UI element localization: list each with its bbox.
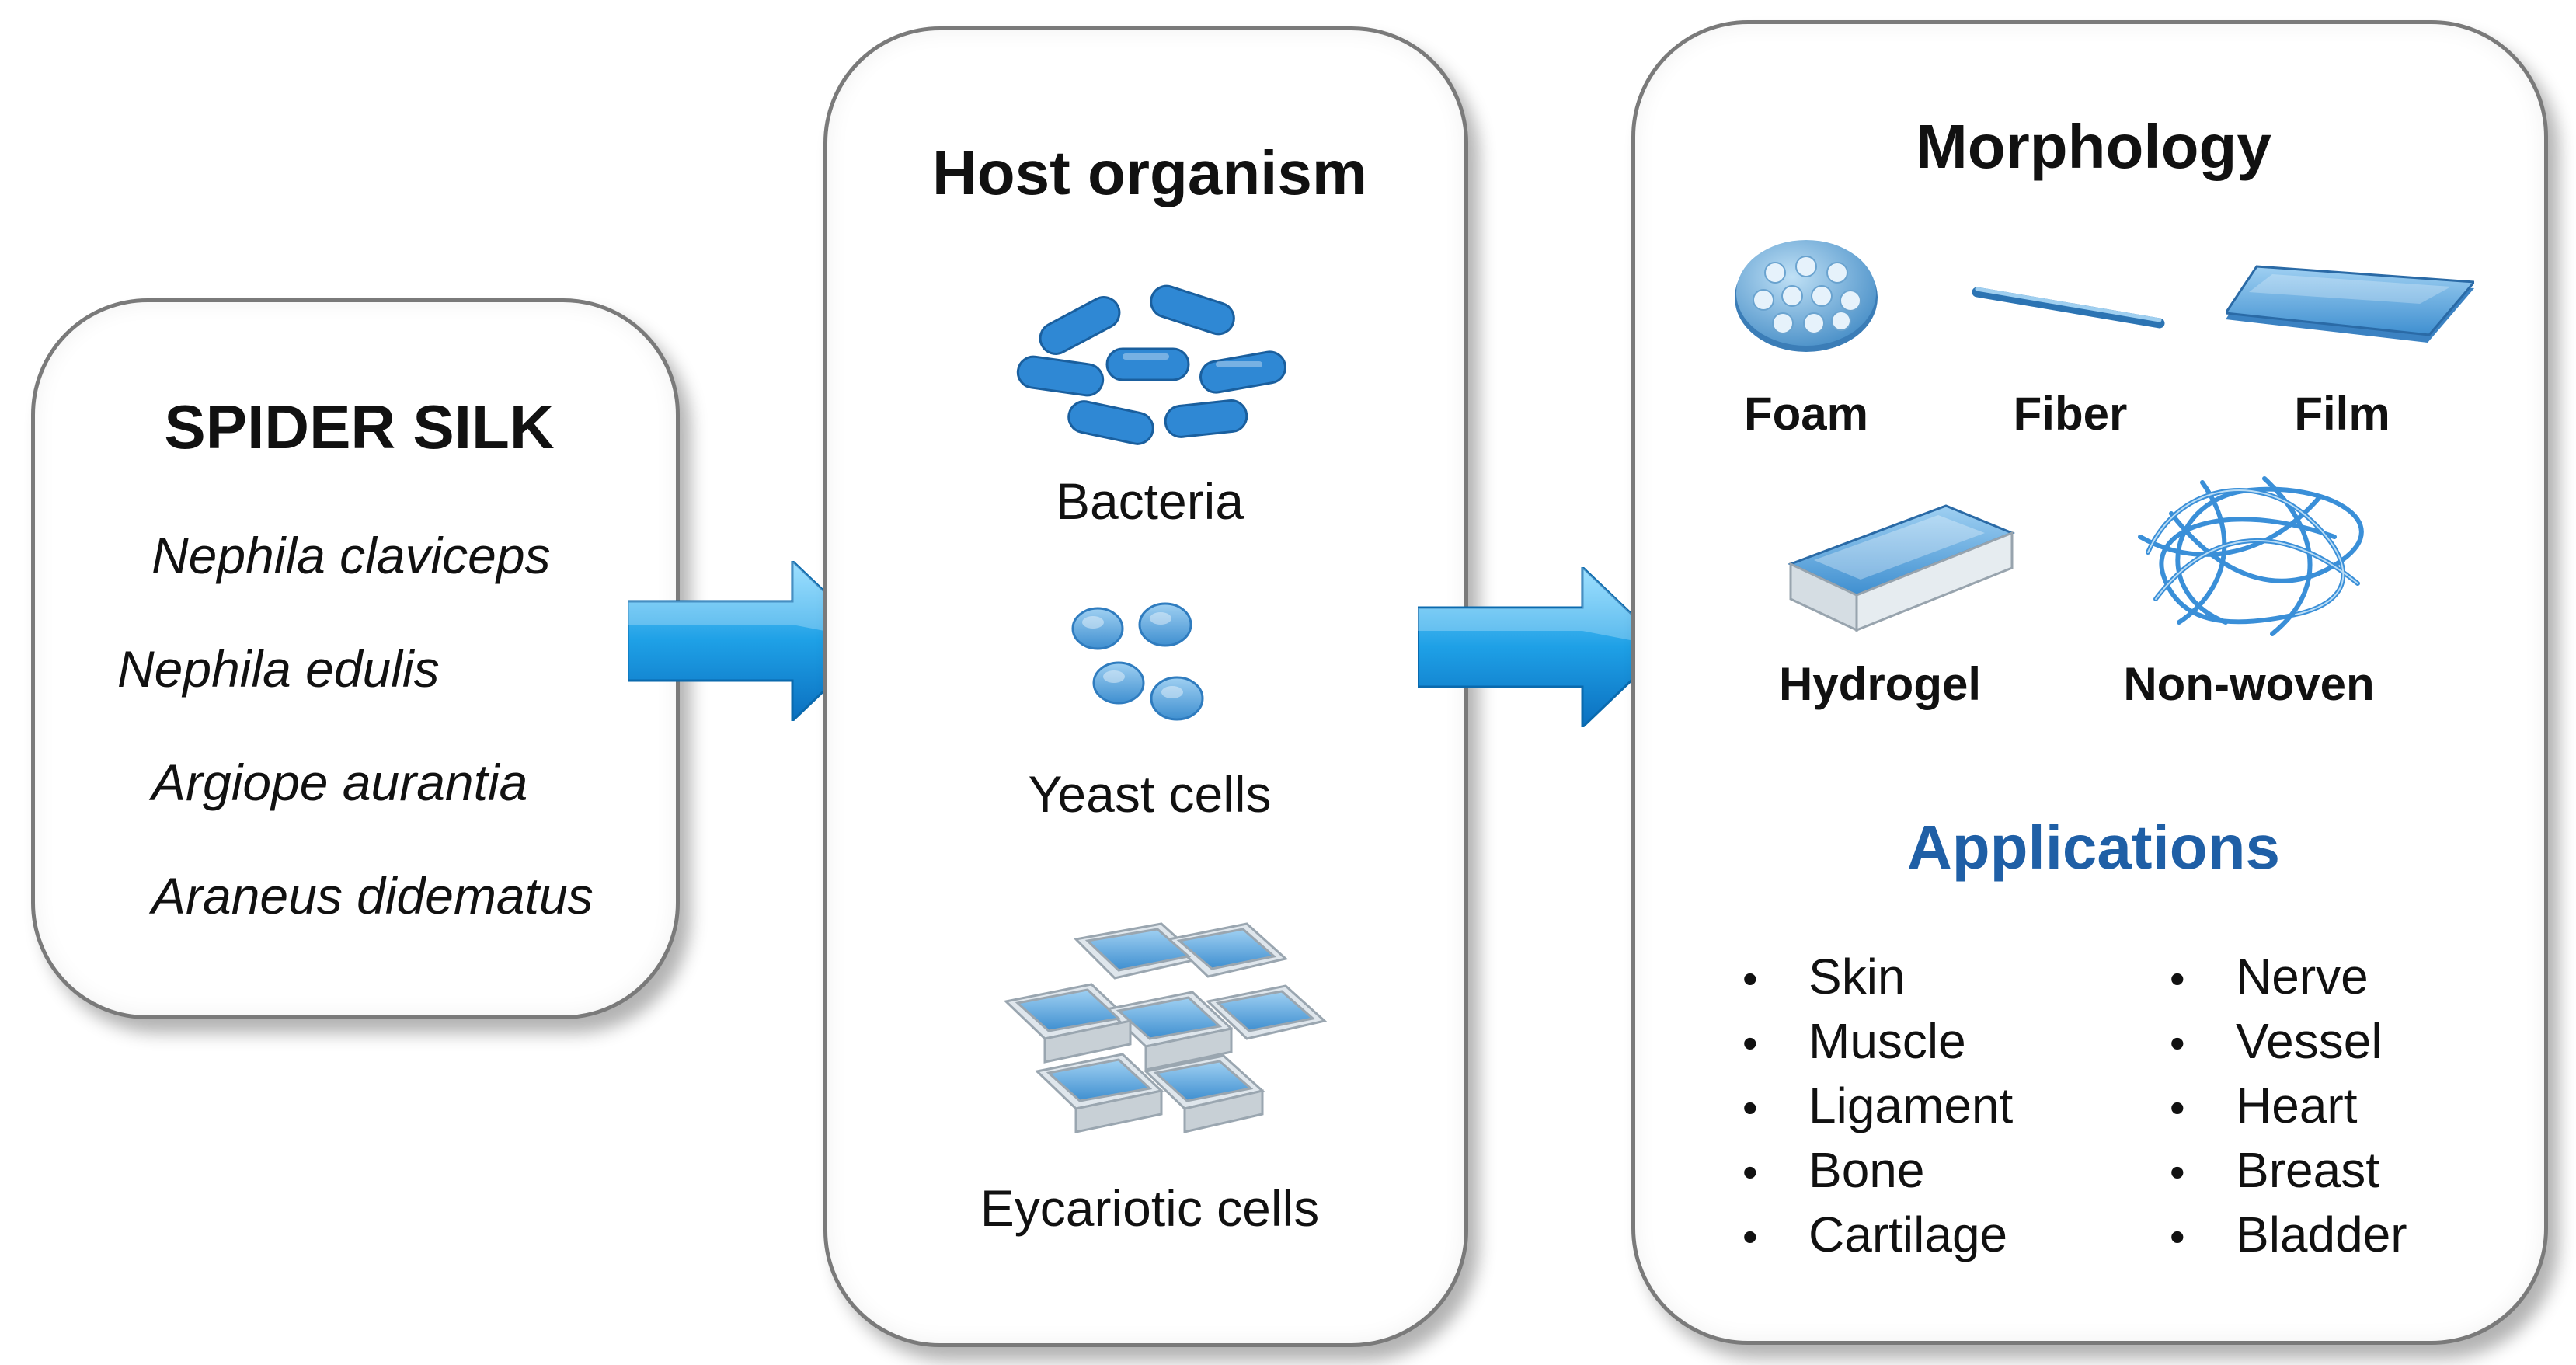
application-item: •Breast xyxy=(2170,1142,2379,1198)
applications-title: Applications xyxy=(1906,813,2281,882)
applications-list-right: •Nerve •Vessel •Heart •Breast •Bladder xyxy=(2170,945,2407,1267)
host-label: Eycariotic cells xyxy=(980,1179,1320,1237)
spider-silk-title: SPIDER SILK xyxy=(164,392,555,461)
host-organism-panel: Host organism Bacteria xyxy=(823,26,1468,1347)
application-item: •Nerve xyxy=(2170,949,2369,1005)
species-item: Nephila edulis xyxy=(117,640,440,698)
fiber-icon xyxy=(1972,287,2165,329)
bacteria-icon xyxy=(1016,284,1286,445)
application-item: •Ligament xyxy=(1742,1078,2014,1133)
morphology-label: Fiber xyxy=(2013,388,2128,440)
species-item: Nephila claviceps xyxy=(151,527,551,584)
applications-list-left: •Skin •Muscle •Ligament •Bone •Cartilage xyxy=(1742,945,2013,1267)
host-label: Bacteria xyxy=(1055,472,1244,530)
species-item: Araneus didematus xyxy=(151,867,594,925)
eukaryotic-cells-icon xyxy=(1003,922,1328,1133)
application-item: •Muscle xyxy=(1742,1013,1966,1069)
morphology-label: Foam xyxy=(1743,388,1869,440)
morphology-title: Morphology xyxy=(1916,112,2271,181)
morphology-label: Film xyxy=(2294,388,2390,440)
foam-icon xyxy=(1735,240,1878,352)
non-woven-icon xyxy=(2138,476,2364,636)
application-item: •Skin xyxy=(1742,949,1906,1005)
host-label: Yeast cells xyxy=(1028,765,1272,823)
application-item: •Vessel xyxy=(2170,1013,2383,1069)
film-icon xyxy=(2226,265,2474,343)
application-item: •Bone xyxy=(1742,1142,1925,1198)
species-item: Argiope aurantia xyxy=(151,754,528,811)
application-item: •Heart xyxy=(2170,1078,2358,1133)
application-item: •Cartilage xyxy=(1742,1207,2008,1262)
yeast-cells-icon xyxy=(1071,602,1204,721)
spider-silk-panel: SPIDER SILK Nephila claviceps Nephila ed… xyxy=(31,298,680,1019)
morphology-label: Hydrogel xyxy=(1778,658,1982,710)
host-organism-title: Host organism xyxy=(931,138,1368,207)
hydrogel-icon xyxy=(1788,504,2015,632)
arrow-right-icon xyxy=(1418,567,1666,727)
morphology-label: Non-woven xyxy=(2123,658,2375,710)
application-item: •Bladder xyxy=(2170,1207,2407,1262)
morphology-panel: Morphology Foam Fiber Film Hydrogel xyxy=(1631,20,2548,1345)
